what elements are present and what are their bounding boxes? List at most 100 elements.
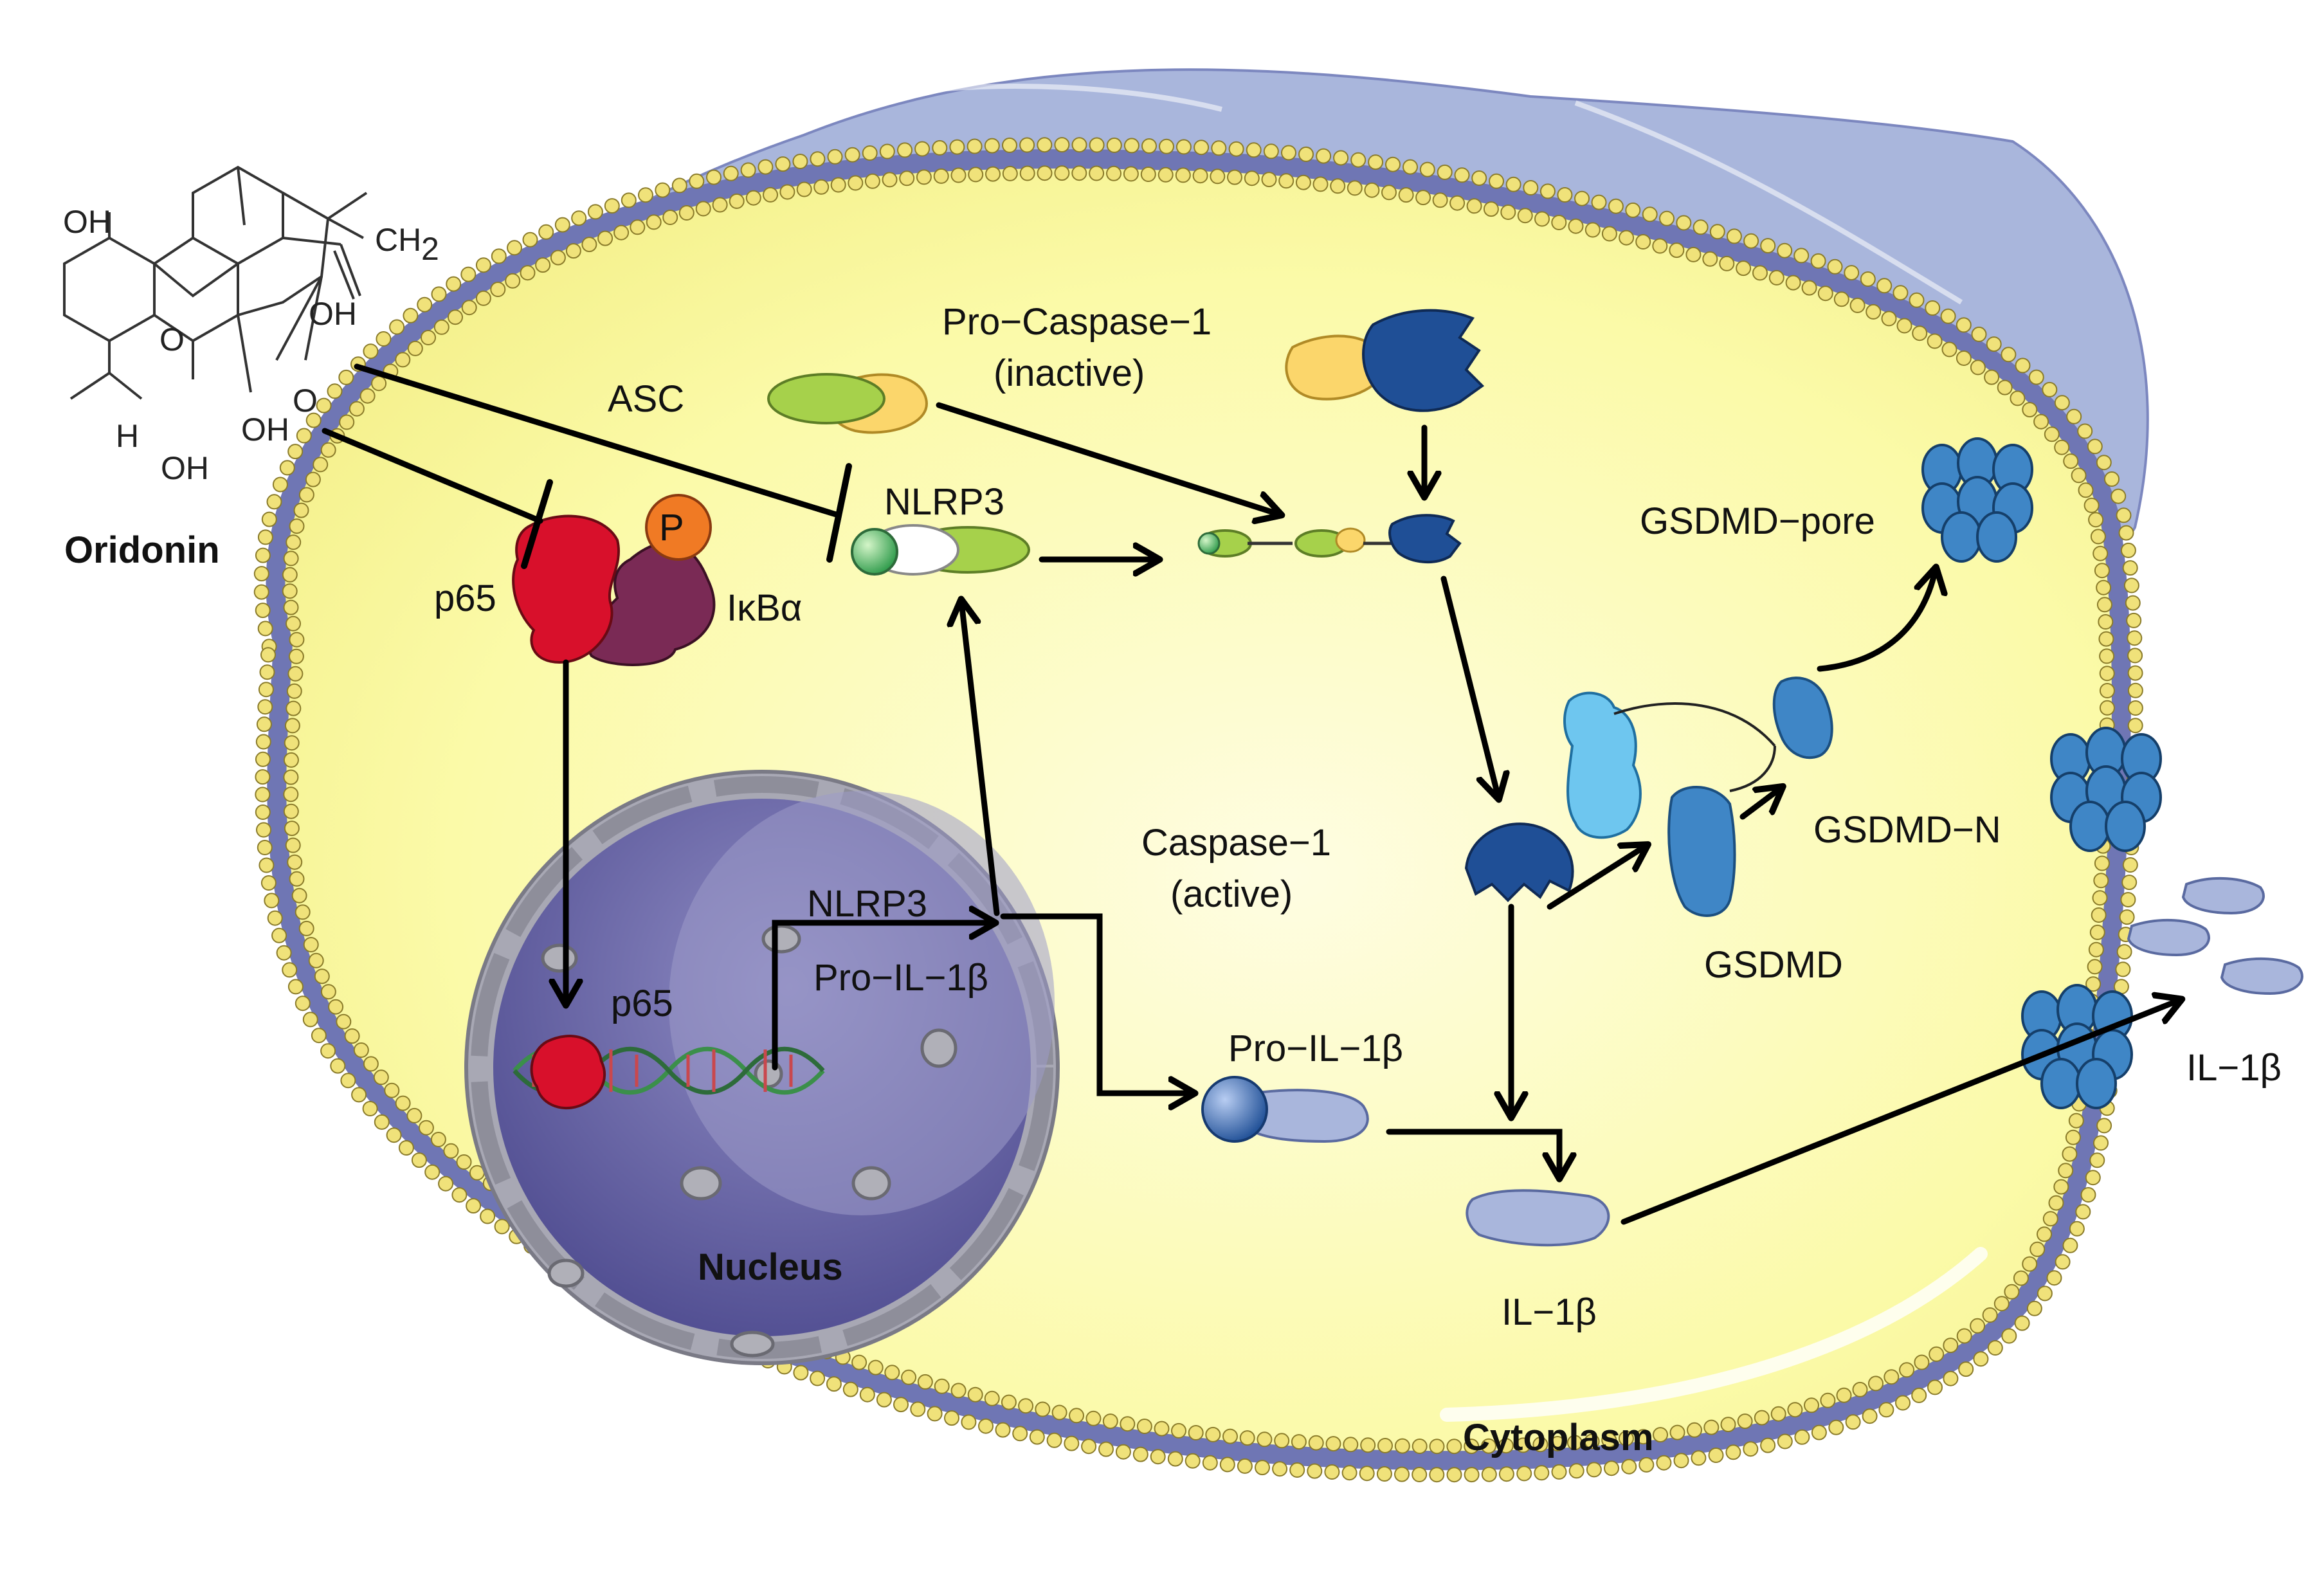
membrane-lipid-bead [1828, 1419, 1844, 1435]
membrane-lipid-bead [1777, 242, 1793, 259]
membrane-lipid-bead [967, 1386, 983, 1403]
gsdmd-pore-subunit [2076, 1058, 2117, 1109]
gsdmd-pore-subunit [2105, 801, 2146, 852]
membrane-lipid-bead [1639, 1457, 1655, 1473]
membrane-lipid-bead [1098, 1441, 1114, 1457]
membrane-lipid-bead [1298, 146, 1314, 162]
membrane-lipid-bead [433, 319, 449, 335]
membrane-lipid-bead [295, 995, 311, 1012]
membrane-lipid-bead [283, 786, 299, 803]
membrane-lipid-bead [289, 518, 305, 534]
membrane-lipid-bead [1878, 1402, 1894, 1418]
membrane-lipid-bead [1012, 1426, 1028, 1442]
membrane-lipid-bead [1071, 165, 1087, 181]
membrane-lipid-bead [2096, 579, 2112, 595]
membrane-lipid-bead [2091, 907, 2107, 923]
membrane-lipid-bead [2078, 482, 2094, 498]
p65-complex [512, 494, 716, 666]
membrane-lipid-bead [421, 330, 436, 345]
membrane-lipid-bead [793, 1365, 809, 1381]
membrane-lipid-bead [1136, 1419, 1152, 1434]
membrane-lipid-bead [1054, 137, 1070, 153]
membrane-lipid-bead [344, 1028, 360, 1044]
membrane-lipid-bead [1432, 192, 1448, 208]
membrane-lipid-bead [1956, 317, 1972, 333]
membrane-lipid-bead [662, 210, 678, 225]
membrane-lipid-bead [287, 854, 303, 870]
oridonin-structure [63, 165, 368, 400]
membrane-lipid-bead [264, 893, 280, 909]
membrane-lipid-bead [1219, 1457, 1235, 1473]
membrane-lipid-bead [538, 224, 554, 240]
nuclear-pores [541, 924, 958, 1358]
membrane-lipid-bead [395, 1095, 411, 1111]
membrane-lipid-bead [2077, 423, 2093, 439]
membrane-lipid-bead [1398, 187, 1414, 203]
membrane-lipid-bead [1943, 1338, 1959, 1354]
membrane-lipid-bead [286, 615, 301, 631]
membrane-lipid-bead [2042, 381, 2058, 397]
p65-label-cytosol: p65 [434, 577, 496, 619]
membrane-lipid-bead [2075, 1204, 2091, 1220]
membrane-lipid-bead [1635, 234, 1651, 250]
il-1b-label-cytosol: IL−1β [1502, 1291, 1597, 1333]
membrane-lipid-bead [1228, 141, 1244, 157]
membrane-lipid-bead [2118, 525, 2134, 541]
membrane-lipid-bead [1415, 190, 1431, 206]
membrane-lipid-bead [461, 300, 477, 316]
membrane-lipid-bead [2087, 959, 2103, 975]
membrane-lipid-bead [851, 1354, 867, 1370]
membrane-lipid-bead [1752, 265, 1768, 281]
membrane-lipid-bead [283, 599, 299, 615]
membrane-lipid-bead [695, 201, 711, 217]
membrane-lipid-bead [581, 237, 597, 253]
membrane-lipid-bead [373, 1069, 389, 1085]
membrane-lipid-bead [1708, 1448, 1724, 1463]
membrane-lipid-bead [2054, 439, 2070, 455]
membrane-lipid-bead [1029, 1429, 1045, 1445]
svg-text:CH: CH [375, 222, 421, 258]
membrane-lipid-bead [1368, 154, 1384, 170]
membrane-lipid-bead [2054, 395, 2070, 411]
membrane-lipid-bead [604, 198, 620, 214]
cytoplasm-label: Cytoplasm [1463, 1417, 1654, 1458]
membrane-lipid-bead [1481, 1438, 1496, 1454]
membrane-lipid-bead [1255, 1460, 1270, 1476]
membrane-lipid-bead [2069, 1221, 2085, 1237]
membrane-lipid-bead [1106, 165, 1121, 181]
membrane-lipid-bead [353, 1042, 369, 1058]
membrane-lipid-bead [2071, 468, 2087, 484]
pathway-arrows [322, 363, 2180, 1225]
membrane-lipid-bead [827, 149, 843, 165]
membrane-lipid-bead [2123, 577, 2139, 594]
membrane-lipid-bead [968, 167, 984, 183]
membrane-lipid-bead [1619, 230, 1635, 246]
membrane-lipid-bead [2015, 358, 2031, 374]
membrane-lipid-bead [256, 822, 271, 838]
membrane-lipid-bead [418, 1120, 434, 1136]
membrane-lipid-bead [255, 603, 271, 619]
membrane-lipid-bead [1403, 159, 1418, 175]
membrane-lipid-bead [1437, 164, 1453, 180]
membrane-lipid-bead [284, 821, 300, 837]
membrane-lipid-bead [1001, 1394, 1017, 1410]
membrane-lipid-bead [456, 1154, 472, 1170]
membrane-lipid-bead [655, 182, 671, 198]
membrane-lipid-bead [1604, 1460, 1619, 1476]
membrane-lipid-bead [1089, 165, 1105, 181]
membrane-lipid-bead [1884, 1369, 1900, 1385]
membrane-lipid-bead [2037, 1285, 2053, 1302]
membrane-lipid-bead [1702, 251, 1718, 267]
membrane-lipid-bead [944, 1410, 959, 1426]
membrane-lipid-bead [1412, 1467, 1428, 1482]
membrane-lipid-bead [313, 457, 329, 473]
membrane-lipid-bead [2119, 909, 2135, 925]
membrane-lipid-bead [910, 1401, 926, 1417]
membrane-lipid-bead [2125, 595, 2141, 611]
membrane-lipid-bead [271, 927, 287, 943]
gsdmd-protein [1563, 691, 1776, 917]
membrane-lipid-bead [1836, 1387, 1852, 1403]
membrane-lipid-bead [2010, 390, 2026, 406]
membrane-lipid-bead [466, 1198, 482, 1214]
membrane-lipid-bead [363, 343, 379, 359]
